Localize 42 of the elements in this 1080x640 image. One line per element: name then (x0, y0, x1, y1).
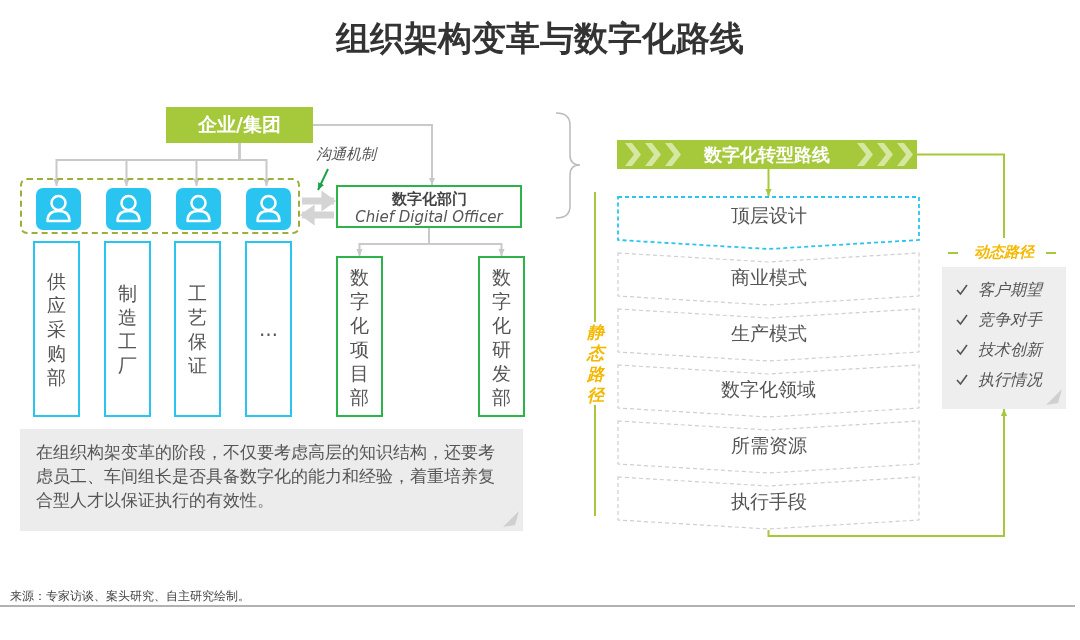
route-banner (617, 140, 917, 169)
step-label: 商业模式 (729, 265, 808, 290)
person-icon (106, 188, 151, 230)
list-item: 技术创新 (978, 339, 1042, 361)
arrow (312, 124, 436, 186)
step-label: 顶层设计 (729, 203, 808, 228)
list-item: 竞争对手 (978, 309, 1042, 331)
block-arrow (302, 190, 337, 212)
step-label: 执行手段 (729, 489, 808, 514)
arrow (428, 227, 505, 257)
title: 组织架构变革与数字化路线 (334, 17, 745, 60)
banner-title: 数字化转型路线 (703, 142, 831, 167)
vertical-label: 静态路径 (584, 322, 606, 406)
arrow (317, 168, 329, 191)
arrow (238, 142, 270, 187)
person-icon (246, 188, 291, 230)
department-column: … (245, 241, 292, 417)
connector-line (916, 153, 1005, 239)
box-subtitle: Chief Digital Officer (354, 208, 505, 227)
callout-text: 沟通机制 (316, 145, 390, 167)
person-icon (36, 188, 81, 230)
department-box (336, 185, 522, 228)
step-label: 生产模式 (729, 321, 808, 346)
source-note: 来源：专家访谈、案头研究、自主研究绘制。 (10, 588, 250, 605)
group-frame (20, 178, 300, 234)
header-box: 企业/集团 (166, 107, 313, 143)
department-column: 工艺保证 (174, 241, 221, 417)
note-card: 在组织构架变革的阶段，不仅要考虑高层的知识结构，还要考虑员工、车间组长是否具备数字化的能力和经验，着重培养复合型人才以保证执行的有效性。 (20, 429, 523, 531)
department-column: 制造工厂 (104, 241, 151, 417)
list-item: 执行情况 (978, 369, 1042, 391)
box-title: 数字化部门 (390, 190, 468, 208)
block-arrow (299, 204, 334, 226)
step-label: 数字化领域 (720, 377, 817, 402)
person-icon (176, 188, 221, 230)
department-column: 供应采购部 (33, 241, 80, 417)
step-label: 所需资源 (729, 433, 808, 458)
list-item: 客户期望 (978, 279, 1042, 301)
department-column: 数字化项目部 (336, 256, 383, 417)
arrow (767, 408, 1008, 537)
department-column: 数字化研发部 (478, 256, 525, 417)
panel-heading: 动态路径 (973, 241, 1036, 263)
arrow (765, 168, 772, 197)
